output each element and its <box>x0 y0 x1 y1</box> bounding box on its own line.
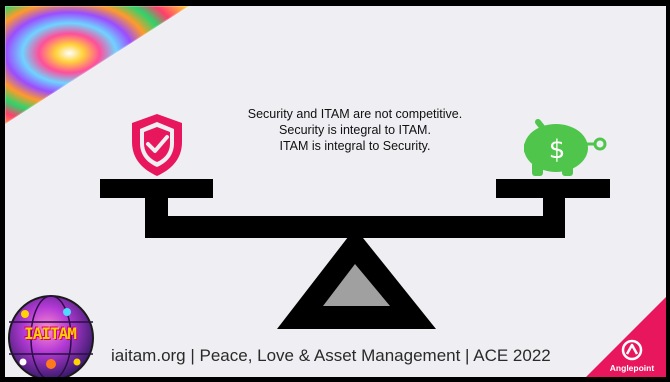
message-line-3: ITAM is integral to Security. <box>279 139 431 153</box>
shield-check-icon <box>132 114 182 176</box>
message-line-1: Security and ITAM are not competitive. <box>247 107 463 121</box>
iaitam-globe-logo <box>8 295 94 377</box>
seesaw-beam <box>100 179 610 238</box>
anglepoint-icon <box>621 339 643 361</box>
message-text: Security and ITAM are not competitive. S… <box>205 106 505 154</box>
brand-corner <box>586 297 666 377</box>
svg-text:$: $ <box>549 135 566 165</box>
message-line-2: Security is integral to ITAM. <box>279 123 431 137</box>
piggy-bank-dollar-icon: $ <box>524 119 607 176</box>
fulcrum-inner <box>323 264 390 306</box>
anglepoint-label: Anglepoint <box>609 363 655 373</box>
footer-text: iaitam.org | Peace, Love & Asset Managem… <box>111 346 551 365</box>
anglepoint-logo: Anglepoint <box>606 339 658 373</box>
tie-dye-corner <box>5 6 191 126</box>
seesaw-illustration <box>100 179 610 329</box>
iaitam-logo-text: IAITAM <box>24 324 77 343</box>
slide: $ Security and ITAM are not competitive.… <box>5 6 666 377</box>
